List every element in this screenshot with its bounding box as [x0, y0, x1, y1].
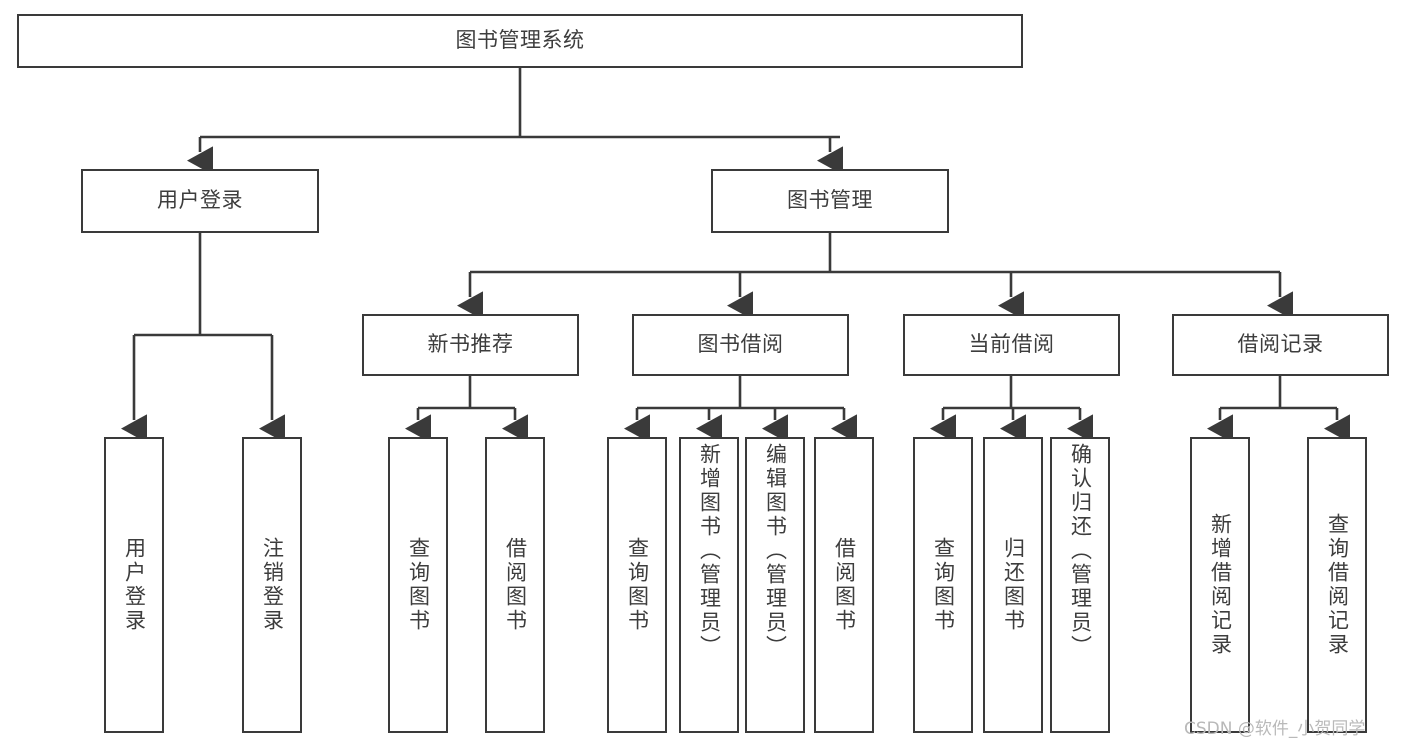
- node-leaf-add-book-admin[interactable]: 新增图书（管理员）: [679, 437, 739, 733]
- node-label: 新增图书（管理员）: [697, 443, 722, 659]
- node-leaf-query-borrow-record[interactable]: 查询借阅记录: [1307, 437, 1367, 733]
- node-user-login[interactable]: 用户登录: [81, 169, 319, 233]
- node-label: 当前借阅: [968, 332, 1055, 357]
- node-label: 借阅记录: [1237, 332, 1324, 357]
- node-leaf-query-books-current[interactable]: 查询图书: [913, 437, 973, 733]
- node-leaf-borrow-books[interactable]: 借阅图书: [814, 437, 874, 733]
- node-leaf-query-books-borrow[interactable]: 查询图书: [607, 437, 667, 733]
- node-label: 编辑图书（管理员）: [763, 443, 788, 659]
- node-leaf-confirm-return-admin[interactable]: 确认归还（管理员）: [1050, 437, 1110, 733]
- node-leaf-user-login[interactable]: 用户登录: [104, 437, 164, 733]
- node-label: 新增借阅记录: [1208, 513, 1233, 657]
- node-leaf-query-books-recommend[interactable]: 查询图书: [388, 437, 448, 733]
- node-label: 借阅图书: [832, 537, 857, 633]
- node-root-book-management-system[interactable]: 图书管理系统: [17, 14, 1023, 68]
- node-book-borrowing[interactable]: 图书借阅: [632, 314, 849, 376]
- node-label: 图书管理: [787, 188, 873, 213]
- node-label: 图书借阅: [697, 332, 784, 357]
- node-label: 图书管理系统: [455, 28, 585, 53]
- node-label: 查询图书: [625, 537, 650, 633]
- node-label: 查询借阅记录: [1325, 513, 1350, 657]
- node-label: 查询图书: [931, 537, 956, 633]
- node-current-borrowing[interactable]: 当前借阅: [903, 314, 1120, 376]
- node-leaf-borrow-books-recommend[interactable]: 借阅图书: [485, 437, 545, 733]
- node-borrowing-records[interactable]: 借阅记录: [1172, 314, 1389, 376]
- node-leaf-return-books[interactable]: 归还图书: [983, 437, 1043, 733]
- node-leaf-add-borrow-record[interactable]: 新增借阅记录: [1190, 437, 1250, 733]
- node-leaf-edit-book-admin[interactable]: 编辑图书（管理员）: [745, 437, 805, 733]
- node-label: 新书推荐: [427, 332, 514, 357]
- node-book-management[interactable]: 图书管理: [711, 169, 949, 233]
- node-label: 确认归还（管理员）: [1068, 443, 1093, 659]
- node-label: 注销登录: [260, 537, 285, 633]
- node-leaf-logout[interactable]: 注销登录: [242, 437, 302, 733]
- node-label: 归还图书: [1001, 537, 1026, 633]
- node-label: 用户登录: [157, 188, 243, 213]
- node-new-book-recommendation[interactable]: 新书推荐: [362, 314, 579, 376]
- node-label: 用户登录: [122, 537, 147, 633]
- node-label: 借阅图书: [503, 537, 528, 633]
- node-label: 查询图书: [406, 537, 431, 633]
